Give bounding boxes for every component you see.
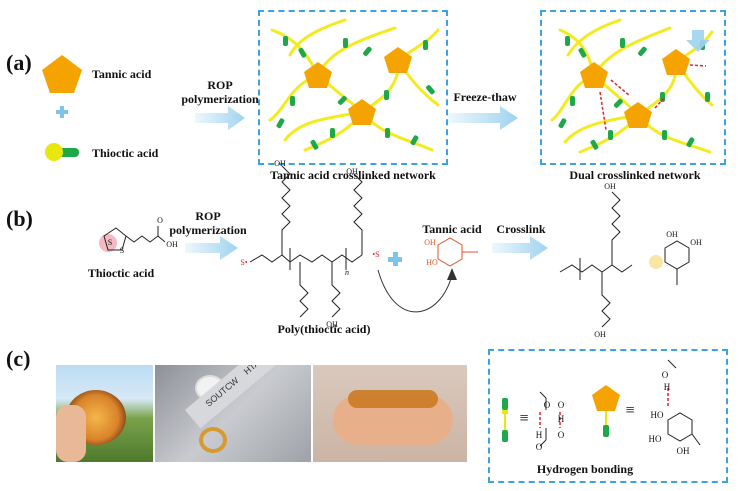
- panel-label-a: (a): [6, 50, 32, 75]
- atom-o-c2: O: [557, 400, 565, 410]
- arrow-b1: [185, 236, 238, 260]
- gel-spiral: [199, 427, 227, 453]
- atom-h-c1: H: [557, 414, 565, 424]
- rod-c-icon: [603, 425, 609, 437]
- network-1-box: [258, 10, 448, 165]
- network-2-caption: Dual crosslinked network: [569, 168, 701, 182]
- tannic-acid-pentagon-icon: [42, 55, 82, 93]
- step-b1-line2: polymerization: [169, 223, 247, 237]
- arrow-a1: [195, 106, 245, 130]
- network-2-rods: [558, 36, 710, 150]
- atom-ho-tannic: HO: [426, 258, 438, 267]
- highlight-arrow-icon: [686, 30, 710, 52]
- photo-gel-tube: SOUTCW HTA NI: [155, 365, 311, 462]
- plus-b-icon: [388, 252, 402, 266]
- tannic-acid-label-b: Tannic acid: [422, 222, 482, 236]
- step-a1-line1: ROP: [207, 78, 233, 92]
- atom-oh-product-3: OH: [666, 230, 678, 239]
- photo-gel-stretch: [313, 365, 467, 462]
- network-1-nodes: [304, 47, 412, 125]
- step-a2-label: Freeze-thaw: [453, 90, 517, 104]
- tannic-acid-structure: [437, 237, 478, 267]
- thioctic-rod-c-icon: [502, 398, 508, 442]
- step-a1-line2: polymerization: [181, 92, 259, 106]
- atom-o-c4: O: [557, 430, 565, 440]
- thiol-highlight: [649, 255, 663, 269]
- legend-tannic-label: Tannic acid: [92, 67, 152, 81]
- atom-o-c1: O: [543, 400, 551, 410]
- atom-s-1: S: [107, 238, 113, 247]
- arrow-b2: [492, 236, 548, 260]
- radical-left: S•: [240, 258, 248, 267]
- panel-label-b: (b): [6, 206, 33, 231]
- crosslinked-product-structure: [559, 191, 690, 328]
- atom-o-c5: O: [661, 370, 669, 380]
- galloyl-structure: [667, 359, 701, 446]
- atom-s-2: S: [119, 246, 125, 255]
- polymer-name: Poly(thioctic acid): [277, 322, 371, 336]
- atom-oh-product-4: OH: [690, 238, 702, 247]
- network-2-nodes: [580, 49, 690, 128]
- subscript-n: n: [345, 268, 349, 277]
- plus-icon: [56, 106, 68, 118]
- network-1-rods: [276, 36, 435, 150]
- tannic-pentagon-c-icon: [592, 385, 620, 411]
- atom-ho-c: HO: [650, 410, 664, 420]
- atom-oh-poly-3: OH: [326, 320, 338, 329]
- step-b2-label: Crosslink: [496, 222, 546, 236]
- atom-oh-product-2: OH: [594, 330, 606, 339]
- atom-h-c3: H: [663, 382, 671, 392]
- acid-dimer-structure: [539, 391, 547, 447]
- hydrogen-bond-dashes: [599, 64, 707, 131]
- panel-label-c: (c): [6, 346, 31, 371]
- photo-gel-jar: [56, 365, 153, 462]
- atom-oh-product-1: OH: [604, 182, 616, 191]
- thioctic-acid-structure: [99, 226, 166, 252]
- network-1-caption: Tannic acid crosslinked network: [270, 168, 436, 182]
- arrow-a2: [448, 106, 518, 130]
- atom-oh-poly-2: OH: [346, 167, 358, 176]
- equiv-2: ≡: [625, 402, 635, 419]
- atom-o-monomer: O: [157, 216, 163, 225]
- step-b1-line1: ROP: [195, 209, 221, 223]
- atom-oh-c: OH: [676, 446, 690, 456]
- equiv-1: ≡: [519, 410, 529, 427]
- thioctic-acid-icon: [45, 143, 79, 161]
- poly-thioctic-acid-structure: [249, 165, 363, 318]
- hand-shape: [56, 405, 86, 462]
- atom-oh-monomer: OH: [166, 240, 178, 249]
- network-2-box: [540, 10, 726, 165]
- atom-h-c2: H: [535, 430, 543, 440]
- curved-arrow: [377, 269, 453, 313]
- atom-oh-poly-1: OH: [274, 159, 286, 168]
- monomer-name: Thioctic acid: [87, 266, 155, 280]
- legend-thioctic-label: Thioctic acid: [92, 146, 159, 160]
- hbond-caption: Hydrogen bonding: [536, 462, 634, 476]
- atom-ho-c2: HO: [648, 434, 662, 444]
- atom-o-c3: O: [535, 442, 543, 452]
- hydrogen-bonding-box: [488, 349, 728, 483]
- radical-right: •S: [372, 250, 380, 259]
- atom-oh-tannic: OH: [424, 238, 436, 247]
- stretched-gel: [348, 390, 438, 408]
